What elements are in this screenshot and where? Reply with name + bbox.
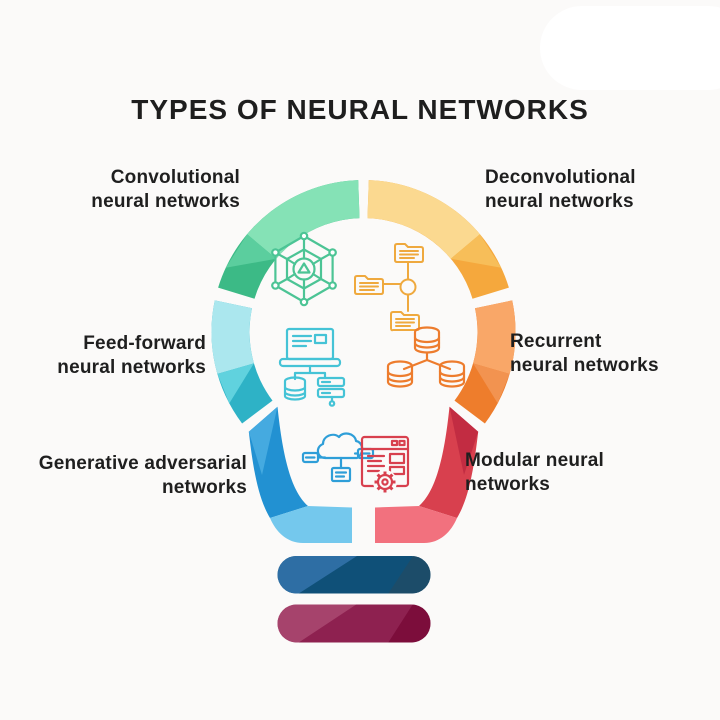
facet-shade [248, 406, 278, 475]
network-web-icon [271, 231, 337, 307]
page-title: TYPES OF NEURAL NETWORKS [131, 94, 589, 125]
browser-gear-icon [360, 435, 410, 494]
facet-shade [225, 234, 277, 268]
folder-tree-icon [354, 243, 424, 332]
computer-network-icon [278, 327, 346, 407]
facet-shade [277, 556, 357, 594]
facet-shade [388, 556, 431, 594]
bulb-base-bottom-bar [277, 604, 431, 643]
label-line: neural networks [510, 354, 659, 376]
label-generative-adversarial: Generative adversarial networks [5, 452, 247, 499]
label-line: Feed-forward [83, 333, 206, 354]
label-line: Convolutional [110, 167, 240, 188]
segment-convolutional [218, 180, 360, 299]
facet-shade [473, 363, 510, 404]
segment-deconvolutional [367, 180, 509, 299]
label-line: Modular neural [465, 450, 604, 471]
background-blob [540, 6, 720, 90]
facet-shade [449, 406, 479, 475]
label-line: neural networks [91, 190, 240, 212]
label-convolutional: Convolutional neural networks [30, 166, 240, 213]
database-cluster-icon [386, 326, 466, 388]
facet-shade [450, 234, 502, 268]
segment-gan-band [248, 406, 308, 518]
segment-generative-adversarial [248, 406, 352, 543]
bulb-base-top-bar [277, 556, 431, 594]
label-recurrent: Recurrent neural networks [510, 330, 715, 377]
facet-shade [247, 180, 360, 259]
label-line: neural networks [57, 356, 206, 378]
facet-shade [473, 300, 516, 374]
facet-shade [277, 604, 357, 643]
facet-shade [217, 363, 254, 404]
label-line: Generative adversarial [38, 453, 247, 474]
facet-shade [367, 180, 480, 259]
label-line: networks [465, 473, 551, 495]
facet-shade [211, 300, 254, 374]
segment-modular [375, 406, 479, 543]
label-modular: Modular neural networks [465, 449, 675, 496]
label-deconvolutional: Deconvolutional neural networks [485, 166, 710, 213]
label-line: Deconvolutional [485, 167, 636, 188]
segment-recurrent [454, 300, 516, 424]
label-feed-forward: Feed-forward neural networks [0, 332, 206, 379]
segment-modular-foot [375, 506, 457, 543]
label-line: networks [161, 476, 247, 498]
segment-gan-foot [270, 506, 352, 543]
segment-feed-forward [211, 300, 273, 424]
facet-shade [388, 604, 431, 643]
label-line: Recurrent [510, 331, 602, 352]
label-line: neural networks [485, 190, 634, 212]
